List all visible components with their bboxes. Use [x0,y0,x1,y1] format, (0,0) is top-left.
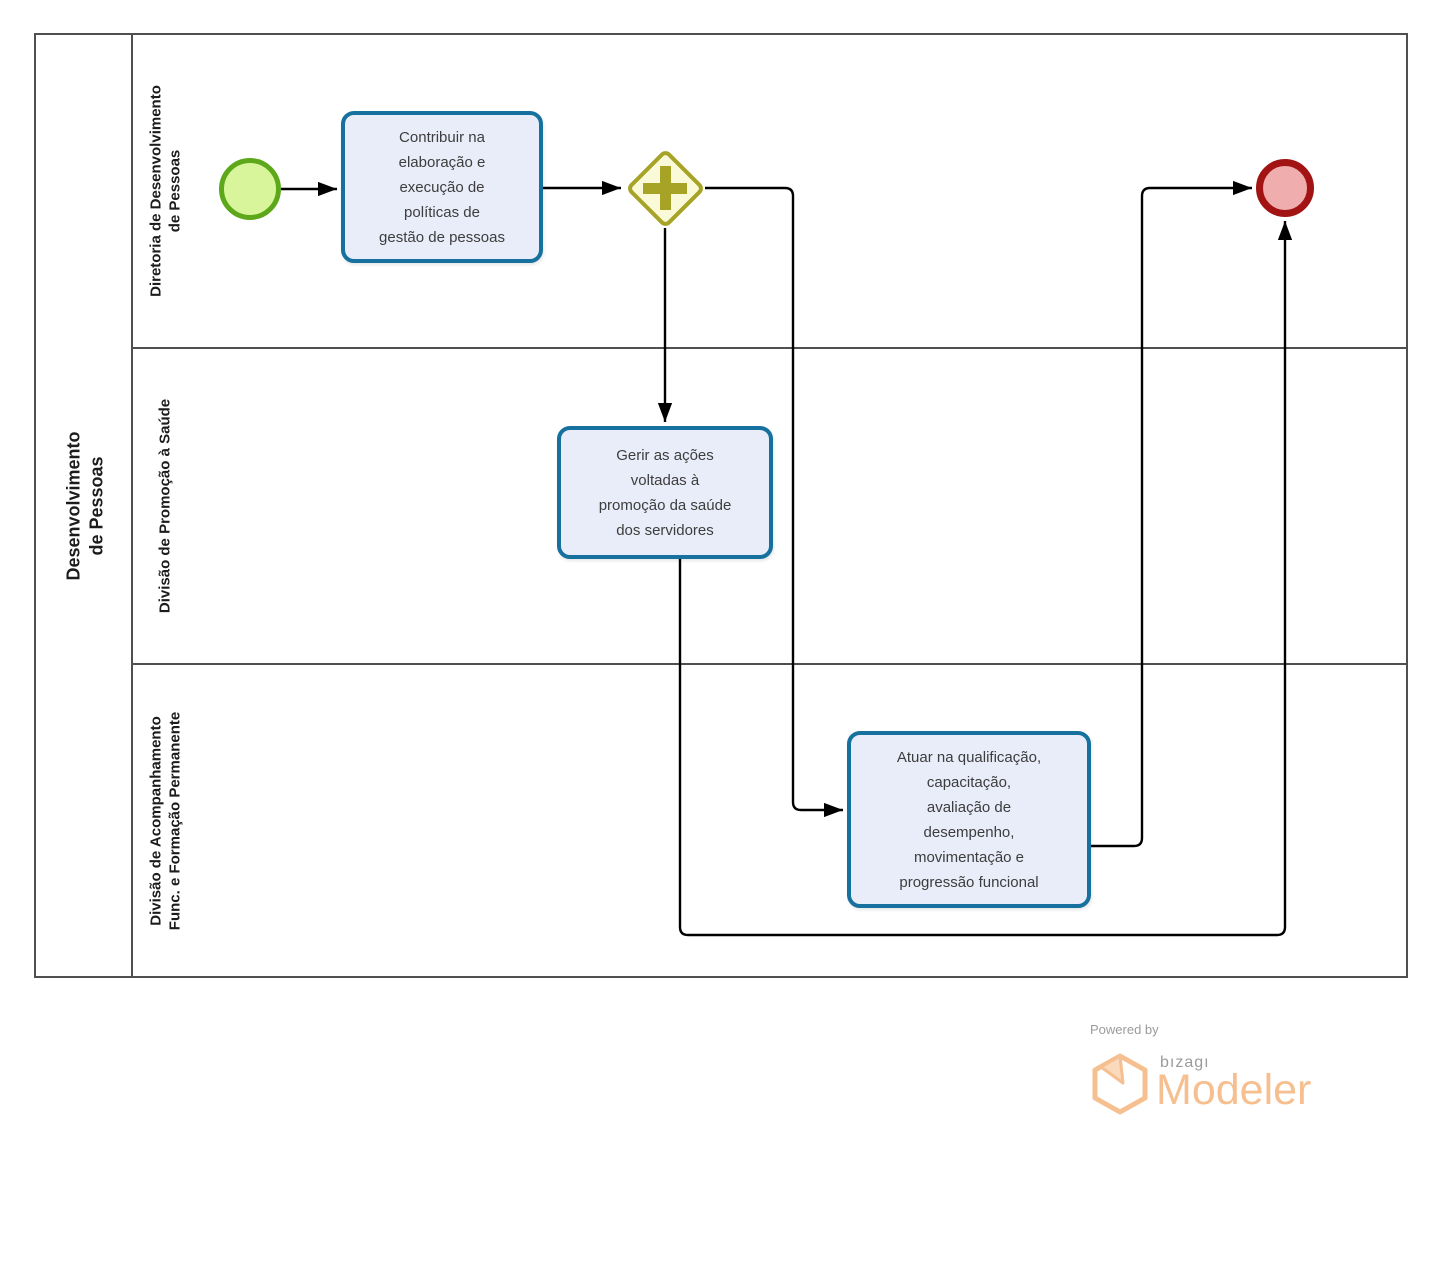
end-event[interactable] [1256,159,1314,217]
task-contribuir-politicas[interactable]: Contribuir na elaboração e execução de p… [341,111,543,263]
parallel-gateway[interactable] [624,147,706,229]
lane-acompanhamento-formacao: Divisão de Acompanhamento Func. e Formaç… [133,665,1406,976]
pool-header: Desenvolvimento de Pessoas [36,35,133,976]
bizagi-wordmark: bızagı [1160,1054,1210,1071]
modeler-wordmark: Modeler [1156,1066,1312,1114]
lane-label-acompanhamento: Divisão de Acompanhamento Func. e Formaç… [147,711,183,930]
plus-icon [659,166,671,210]
start-event[interactable] [219,158,281,220]
task-atuar-qualificacao[interactable]: Atuar na qualificação, capacitação, aval… [847,731,1091,908]
task-gerir-acoes-saude[interactable]: Gerir as ações voltadas à promoção da sa… [557,426,773,559]
lane-label-promocao-saude: Divisão de Promoção à Saúde [156,398,174,614]
lane-label-diretoria: Diretoria de Desenvolvimento de Pessoas [147,85,183,297]
pool-title: Desenvolvimento de Pessoas [63,430,107,581]
bizagi-logo-icon [1092,1053,1148,1115]
powered-by-label: Powered by [1090,1022,1159,1037]
lane-diretoria-desenvolvimento: Diretoria de Desenvolvimento de Pessoas [133,35,1406,349]
